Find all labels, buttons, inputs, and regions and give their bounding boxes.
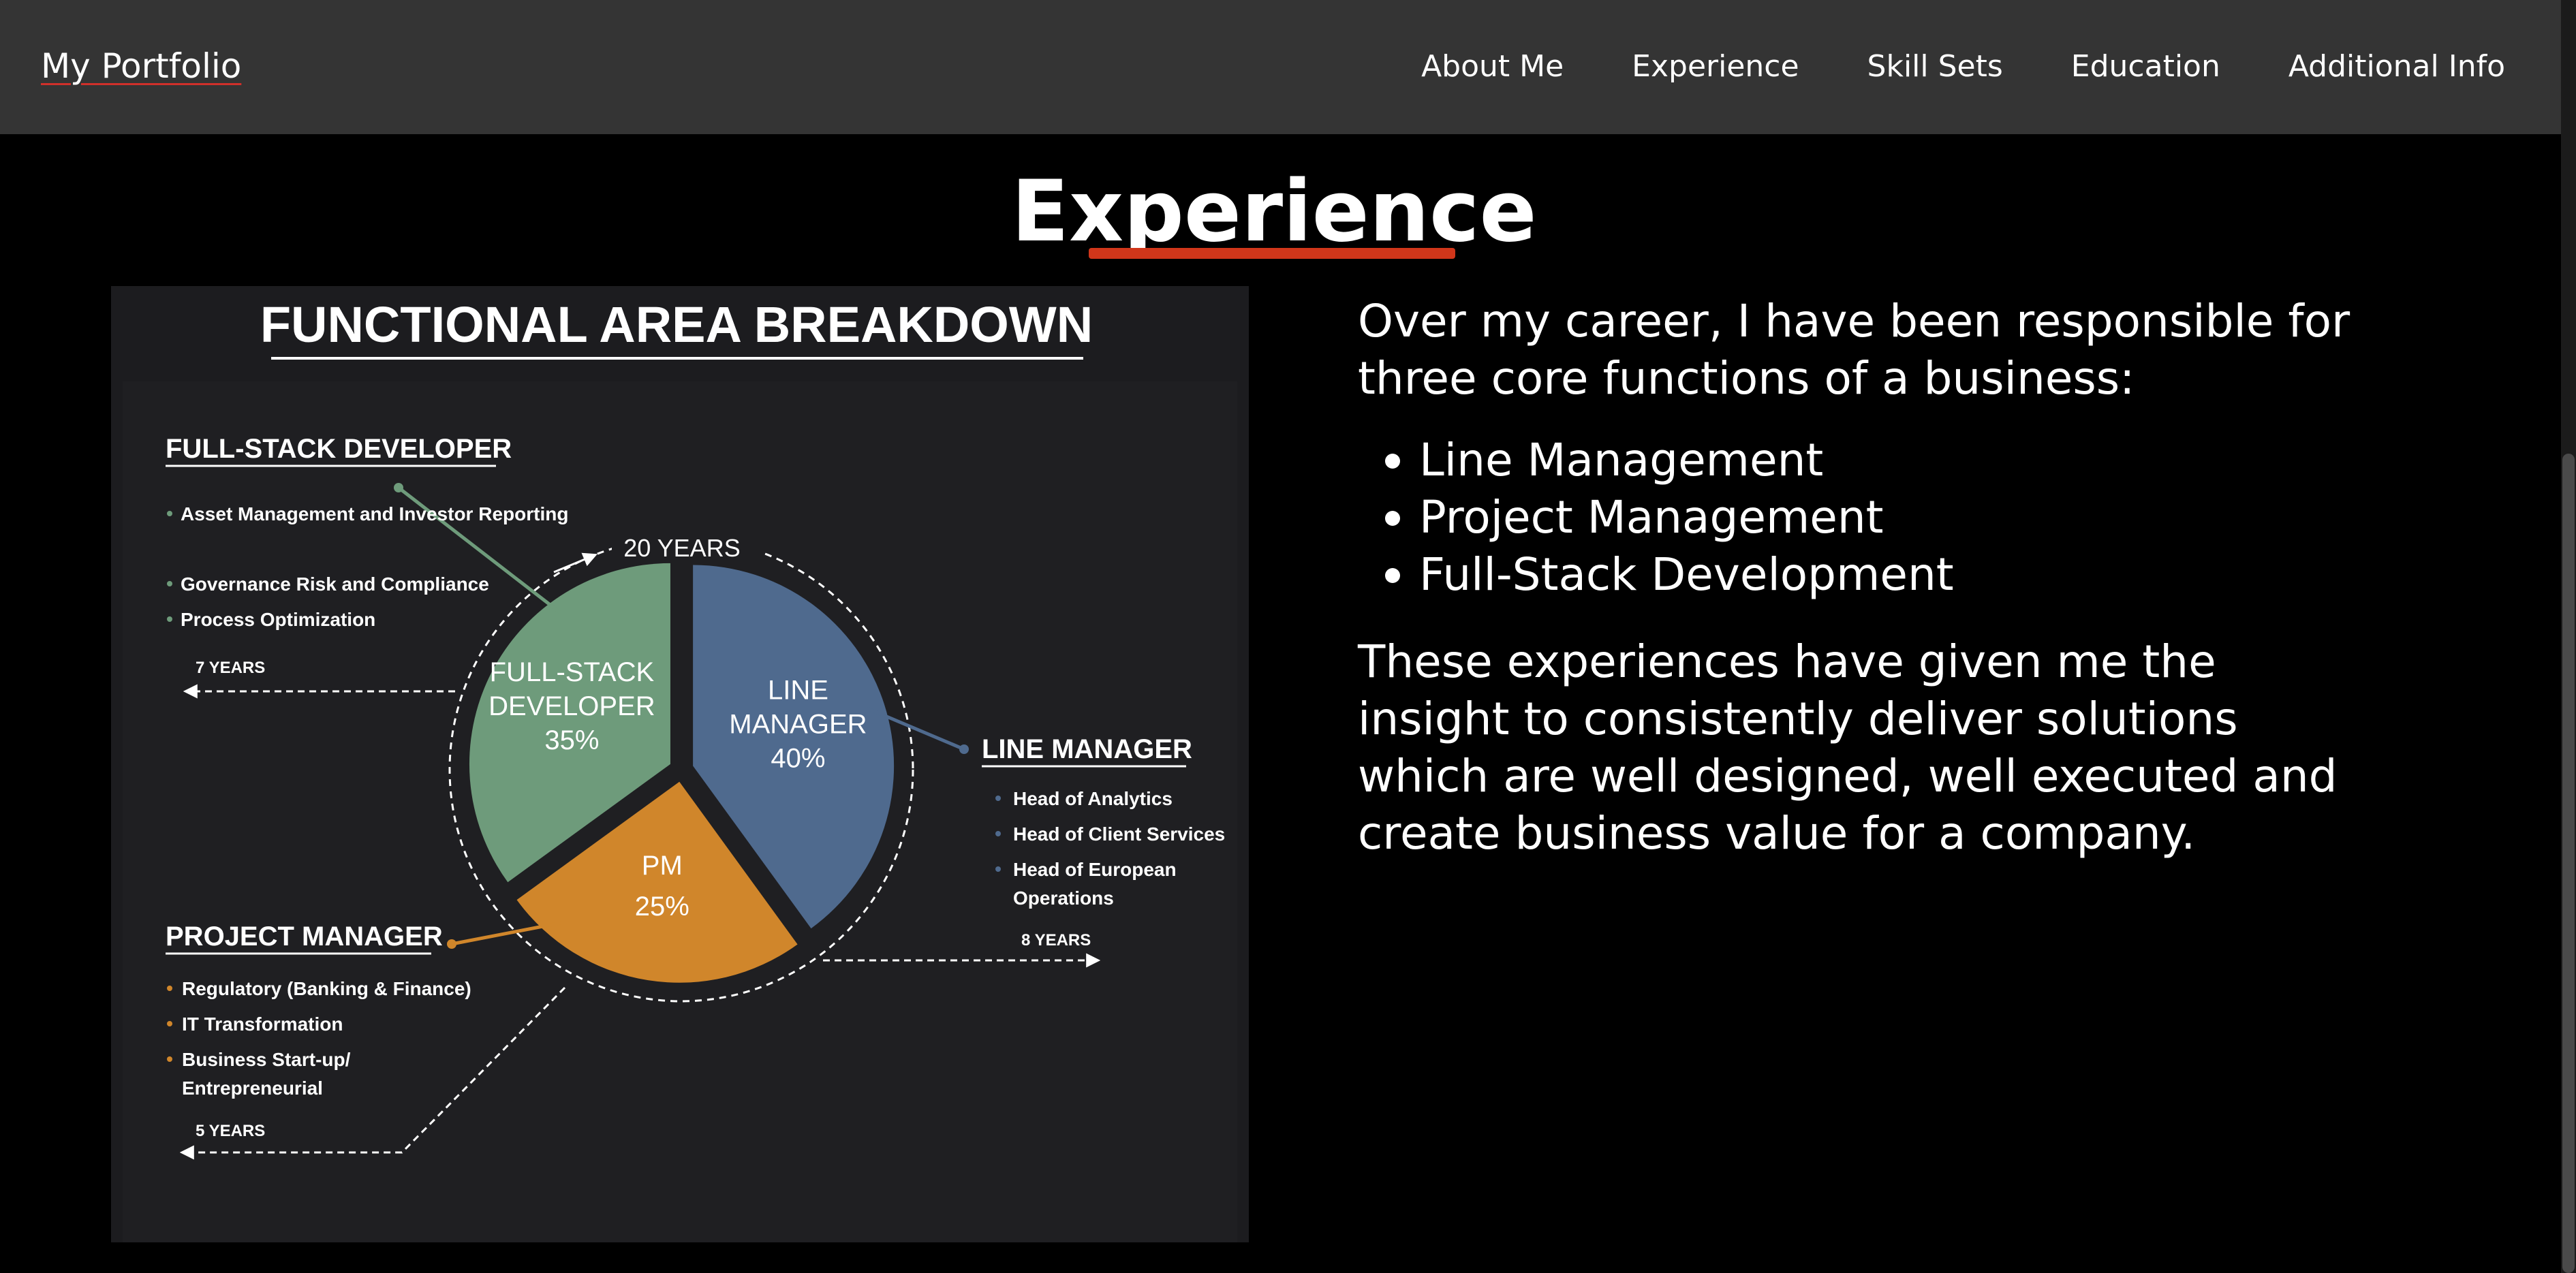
fullstack-item-1: Asset Management and Investor Reporting (181, 503, 568, 524)
pie-chart (469, 563, 895, 983)
line-years: 8 YEARS (1021, 931, 1091, 949)
nav-link-additional-info[interactable]: Additional Info (2288, 49, 2505, 84)
nav-link-experience[interactable]: Experience (1632, 49, 1799, 84)
fullstack-heading: FULL-STACK DEVELOPER (166, 434, 512, 464)
function-item-line-management: Line Management (1385, 432, 2359, 489)
section-title: Experience (1011, 163, 1537, 261)
function-item-full-stack: Full-Stack Development (1385, 546, 2359, 603)
scrollbar-thumb[interactable] (2562, 454, 2575, 1273)
functions-list: Line Management Project Management Full-… (1385, 432, 2359, 603)
infographic-title: FUNCTIONAL AREA BREAKDOWN (260, 296, 1093, 353)
pm-item-2: IT Transformation (182, 1013, 343, 1035)
pm-years-arrow (179, 986, 566, 1160)
nav-link-skill-sets[interactable]: Skill Sets (1867, 49, 2003, 84)
line-manager-heading: LINE MANAGER (982, 734, 1192, 764)
fullstack-years: 7 YEARS (196, 659, 265, 677)
pm-years: 5 YEARS (196, 1122, 265, 1140)
closing-paragraph: These experiences have given me the insi… (1358, 635, 2338, 860)
pm-item-1: Regulatory (Banking & Finance) (182, 978, 471, 999)
experience-description: Over my career, I have been responsible … (1358, 293, 2359, 887)
title-underline (1089, 248, 1455, 259)
vertical-scrollbar[interactable] (2561, 0, 2576, 1273)
nav-links: About Me Experience Skill Sets Education… (1353, 49, 2505, 84)
line-item-1: Head of Analytics (1013, 788, 1173, 809)
line-item-3: Head of European Operations (1013, 859, 1181, 909)
pie-slice-fullstack (469, 563, 670, 883)
fullstack-item-2: Governance Risk and Compliance (181, 573, 489, 595)
total-dashed-ring (448, 537, 914, 1003)
intro-paragraph: Over my career, I have been responsible … (1358, 295, 2350, 405)
brand-link[interactable]: My Portfolio (41, 46, 242, 86)
pm-item-3: Business Start-up/ Entrepreneurial (182, 1049, 356, 1099)
line-manager-connector (867, 706, 965, 751)
fullstack-connector (397, 486, 562, 614)
line-item-2: Head of Client Services (1013, 823, 1225, 845)
fullstack-item-3: Process Optimization (181, 609, 375, 630)
total-arrow (553, 552, 598, 573)
nav-link-about-me[interactable]: About Me (1421, 49, 1564, 84)
project-manager-heading: PROJECT MANAGER (166, 922, 443, 952)
top-navbar: My Portfolio About Me Experience Skill S… (0, 0, 2576, 134)
project-manager-connector (451, 921, 561, 946)
nav-link-education[interactable]: Education (2070, 49, 2220, 84)
pie-slice-pm (516, 781, 798, 983)
function-item-project-management: Project Management (1385, 489, 2359, 546)
pie-slice-line (693, 565, 895, 929)
total-years-label: 20 YEARS (623, 534, 740, 562)
